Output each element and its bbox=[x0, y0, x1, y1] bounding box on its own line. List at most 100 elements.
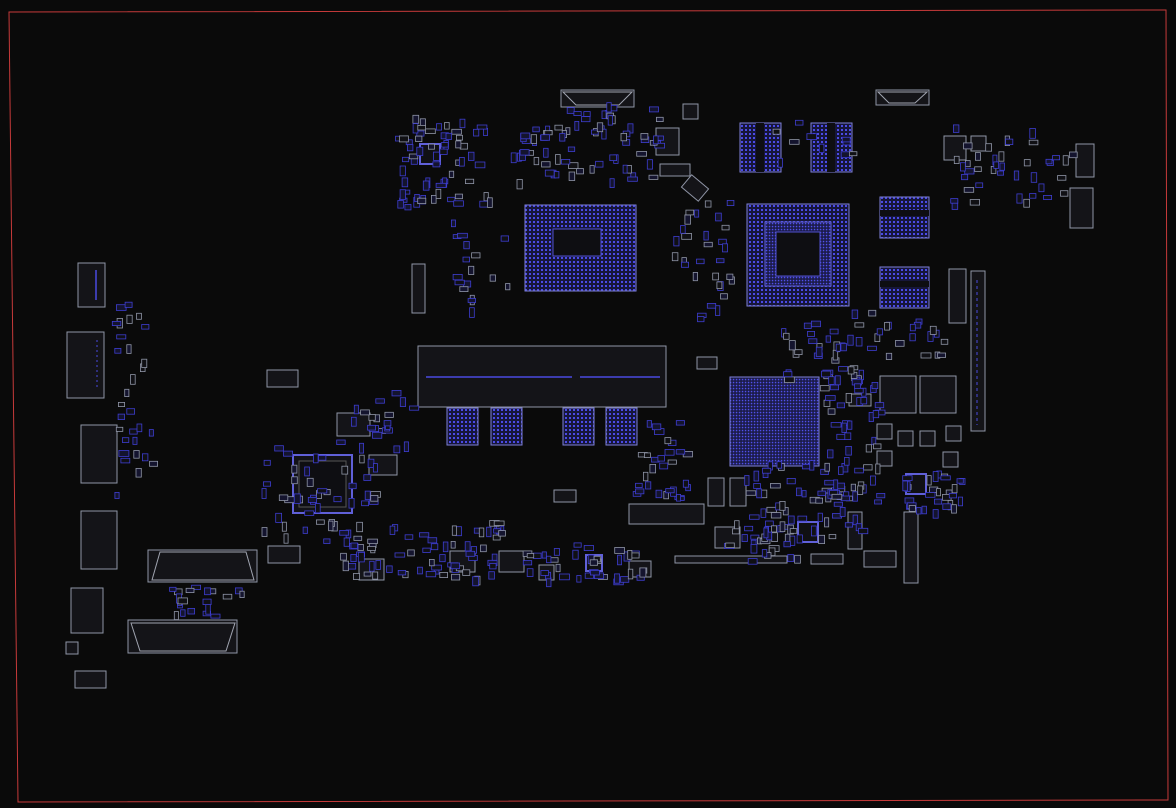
smd-component[interactable] bbox=[454, 193, 463, 200]
smd-component[interactable] bbox=[936, 488, 941, 497]
smd-component[interactable] bbox=[450, 219, 456, 228]
smd-component[interactable] bbox=[753, 483, 761, 489]
smd-component[interactable] bbox=[787, 515, 795, 525]
smd-component[interactable] bbox=[315, 519, 325, 525]
smd-component[interactable] bbox=[934, 498, 943, 505]
smd-component[interactable] bbox=[836, 402, 846, 409]
smd-component[interactable] bbox=[875, 463, 881, 475]
smd-component[interactable] bbox=[583, 111, 591, 117]
smd-component[interactable] bbox=[1023, 159, 1031, 167]
smd-component[interactable] bbox=[601, 110, 607, 120]
smd-component[interactable] bbox=[307, 496, 317, 503]
smd-component[interactable] bbox=[408, 153, 419, 160]
smd-component[interactable] bbox=[363, 474, 372, 481]
smd-component[interactable] bbox=[627, 123, 634, 134]
smd-component[interactable] bbox=[336, 439, 346, 445]
smd-component[interactable] bbox=[850, 483, 857, 492]
smd-component[interactable] bbox=[489, 563, 497, 570]
smd-component[interactable] bbox=[452, 273, 463, 281]
smd-component[interactable] bbox=[854, 322, 865, 328]
smd-component[interactable] bbox=[357, 552, 365, 563]
smd-component[interactable] bbox=[762, 467, 772, 474]
smd-component[interactable] bbox=[844, 456, 850, 466]
smd-component[interactable] bbox=[692, 271, 698, 282]
smd-component[interactable] bbox=[664, 449, 675, 456]
smd-component[interactable] bbox=[789, 528, 798, 534]
smd-component[interactable] bbox=[368, 414, 376, 421]
smd-component[interactable] bbox=[412, 114, 420, 124]
smd-component[interactable] bbox=[761, 489, 768, 499]
smd-component[interactable] bbox=[489, 274, 496, 282]
smd-component[interactable] bbox=[902, 475, 913, 481]
smd-component[interactable] bbox=[398, 135, 409, 143]
smd-component[interactable] bbox=[222, 593, 233, 600]
smd-component[interactable] bbox=[350, 554, 357, 562]
smd-component[interactable] bbox=[646, 159, 653, 170]
smd-component[interactable] bbox=[665, 488, 675, 494]
smd-component[interactable] bbox=[356, 521, 363, 533]
smd-component[interactable] bbox=[639, 567, 647, 578]
smd-component[interactable] bbox=[391, 389, 402, 397]
smd-component[interactable] bbox=[871, 436, 877, 445]
smd-component[interactable] bbox=[829, 328, 839, 335]
smd-component[interactable] bbox=[703, 230, 709, 241]
smd-component[interactable] bbox=[654, 142, 665, 149]
smd-component[interactable] bbox=[640, 133, 649, 140]
smd-component[interactable] bbox=[129, 428, 138, 435]
smd-component[interactable] bbox=[347, 563, 357, 570]
smd-component[interactable] bbox=[840, 495, 850, 502]
smd-component[interactable] bbox=[389, 525, 396, 535]
smd-component[interactable] bbox=[239, 590, 245, 599]
smd-component[interactable] bbox=[350, 416, 357, 427]
smd-component[interactable] bbox=[845, 445, 852, 456]
smd-component[interactable] bbox=[596, 122, 604, 133]
smd-component[interactable] bbox=[450, 562, 460, 570]
smd-component[interactable] bbox=[114, 491, 120, 499]
smd-component[interactable] bbox=[965, 160, 971, 168]
smd-component[interactable] bbox=[1069, 151, 1078, 159]
smd-component[interactable] bbox=[844, 432, 852, 440]
smd-component[interactable] bbox=[427, 143, 435, 150]
smd-component[interactable] bbox=[745, 490, 757, 496]
smd-component[interactable] bbox=[756, 488, 763, 499]
smd-component[interactable] bbox=[872, 410, 880, 419]
smd-component[interactable] bbox=[646, 420, 652, 428]
smd-component[interactable] bbox=[749, 514, 760, 520]
smd-component[interactable] bbox=[177, 597, 188, 605]
smd-component[interactable] bbox=[834, 375, 841, 386]
smd-component[interactable] bbox=[656, 116, 664, 123]
smd-component[interactable] bbox=[868, 309, 877, 317]
smd-component[interactable] bbox=[283, 533, 289, 544]
smd-component[interactable] bbox=[532, 552, 542, 559]
smd-component[interactable] bbox=[454, 279, 465, 286]
smd-component[interactable] bbox=[589, 559, 598, 566]
smd-component[interactable] bbox=[375, 398, 385, 404]
smd-component[interactable] bbox=[353, 404, 359, 415]
smd-component[interactable] bbox=[809, 460, 815, 471]
smd-component[interactable] bbox=[428, 559, 435, 567]
smd-component[interactable] bbox=[788, 340, 796, 351]
smd-component[interactable] bbox=[876, 492, 886, 499]
smd-component[interactable] bbox=[950, 198, 959, 204]
smd-component[interactable] bbox=[135, 467, 142, 478]
smd-component[interactable] bbox=[204, 587, 211, 596]
smd-component[interactable] bbox=[459, 118, 466, 129]
smd-component[interactable] bbox=[824, 479, 835, 486]
smd-component[interactable] bbox=[768, 547, 776, 557]
smd-component[interactable] bbox=[589, 165, 595, 174]
smd-component[interactable] bbox=[457, 232, 468, 239]
smd-component[interactable] bbox=[210, 613, 221, 619]
smd-component[interactable] bbox=[554, 124, 563, 131]
smd-component[interactable] bbox=[895, 339, 905, 347]
smd-component[interactable] bbox=[541, 551, 547, 559]
smd-component[interactable] bbox=[823, 399, 831, 407]
smd-component[interactable] bbox=[455, 526, 462, 537]
smd-component[interactable] bbox=[680, 225, 686, 234]
smd-component[interactable] bbox=[909, 323, 916, 332]
smd-component[interactable] bbox=[444, 122, 450, 130]
smd-component[interactable] bbox=[956, 478, 964, 484]
smd-component[interactable] bbox=[401, 177, 409, 188]
smd-component[interactable] bbox=[841, 136, 851, 143]
smd-component[interactable] bbox=[838, 466, 844, 475]
